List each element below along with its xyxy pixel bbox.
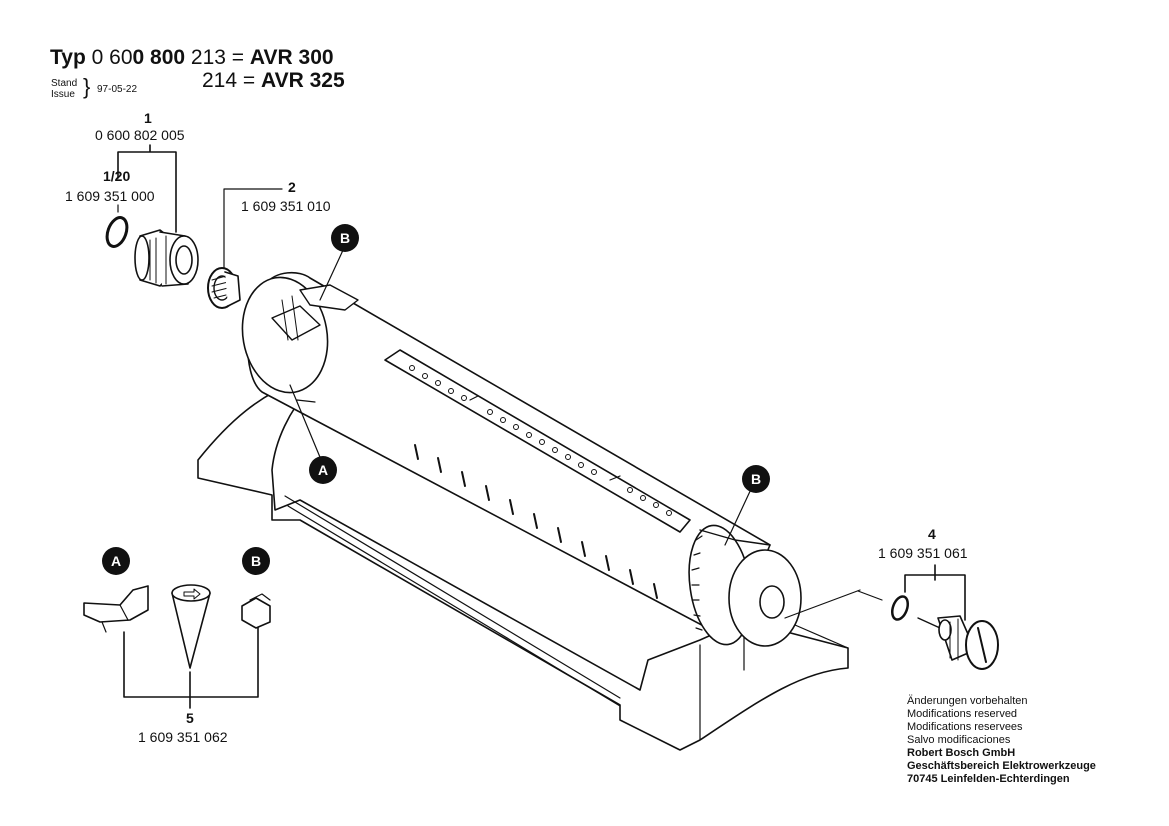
- part-5-partno: 1 609 351 062: [138, 729, 228, 745]
- variant-eq-1: =: [231, 46, 245, 69]
- code-bold: 0 800: [132, 46, 186, 69]
- note-line-fr: Modifications reservees: [907, 721, 1023, 733]
- leader-part-1: [117, 144, 177, 233]
- note-line-de: Änderungen vorbehalten: [907, 695, 1028, 707]
- part-5-number: 5: [186, 710, 194, 726]
- nozzles: [409, 365, 672, 516]
- issue-date: 97-05-22: [97, 84, 138, 95]
- tube-right-end: [728, 549, 802, 647]
- badge-b-top: B: [331, 224, 359, 252]
- nozzle-strip: [384, 349, 691, 533]
- svg-text:B: B: [251, 553, 261, 569]
- variant-eq-2: =: [242, 69, 256, 92]
- svg-text:B: B: [340, 230, 350, 246]
- leader-callout-a: [289, 384, 323, 463]
- part-1-20-number: 1/20: [103, 168, 131, 184]
- part-4-number: 4: [928, 526, 936, 542]
- leader-callout-b-top: [319, 247, 345, 301]
- notes-block: Änderungen vorbehalten Modifications res…: [907, 695, 1096, 786]
- code-prefix: 0 60: [91, 46, 133, 69]
- o-ring-part-4: [890, 595, 910, 621]
- clip-b-detail: [241, 597, 271, 629]
- hose-connector-part-1: [134, 229, 199, 287]
- leader-part-4: [904, 564, 966, 621]
- badge-b-detail: B: [242, 547, 270, 575]
- tube-left-end: [241, 276, 329, 394]
- filter-part-2: [207, 267, 241, 309]
- svg-text:A: A: [111, 553, 121, 569]
- part-1-number: 1: [144, 110, 152, 126]
- part-1-20-partno: 1 609 351 000: [65, 188, 155, 204]
- tube-ribs: [414, 444, 658, 599]
- badge-a-main: A: [309, 456, 337, 484]
- stand-brace: }: [83, 74, 91, 99]
- typ-label: Typ: [50, 46, 86, 69]
- o-ring-1-20: [105, 216, 129, 248]
- leader-part-2: [223, 188, 283, 269]
- leader-part-5: [123, 626, 259, 709]
- type-title-line-2: 214 = AVR 325: [202, 70, 345, 92]
- part-1-partno: 0 600 802 005: [95, 127, 185, 143]
- variant-suffix-1: 213: [190, 46, 226, 69]
- part-4-partno: 1 609 351 061: [878, 545, 968, 561]
- company-name: Robert Bosch GmbH: [907, 747, 1016, 759]
- badge-a-detail: A: [102, 547, 130, 575]
- part-2-number: 2: [288, 179, 296, 195]
- issue-label: Issue: [51, 89, 75, 100]
- stand-label: Stand: [51, 78, 78, 89]
- callout-badges: B A B A B: [102, 224, 770, 575]
- svg-text:B: B: [751, 471, 761, 487]
- note-line-es: Salvo modificaciones: [907, 734, 1011, 746]
- leader-callout-b-right: [724, 486, 753, 546]
- variant-model-1: AVR 300: [249, 46, 334, 69]
- note-line-en: Modifications reserved: [907, 708, 1018, 720]
- type-title-line-1: Typ 0 600 800 213 = AVR 300: [50, 47, 334, 69]
- company-division: Geschäftsbereich Elektrowerkzeuge: [907, 760, 1096, 772]
- company-address: 70745 Leinfelden-Echterdingen: [907, 773, 1070, 785]
- variant-suffix-2: 214: [202, 69, 238, 92]
- svg-text:A: A: [318, 462, 328, 478]
- end-plug-part-4: [917, 615, 999, 670]
- variant-model-2: AVR 325: [261, 69, 345, 92]
- badge-b-right: B: [742, 465, 770, 493]
- clip-a-detail: [83, 585, 149, 623]
- part-2-partno: 1 609 351 010: [241, 198, 331, 214]
